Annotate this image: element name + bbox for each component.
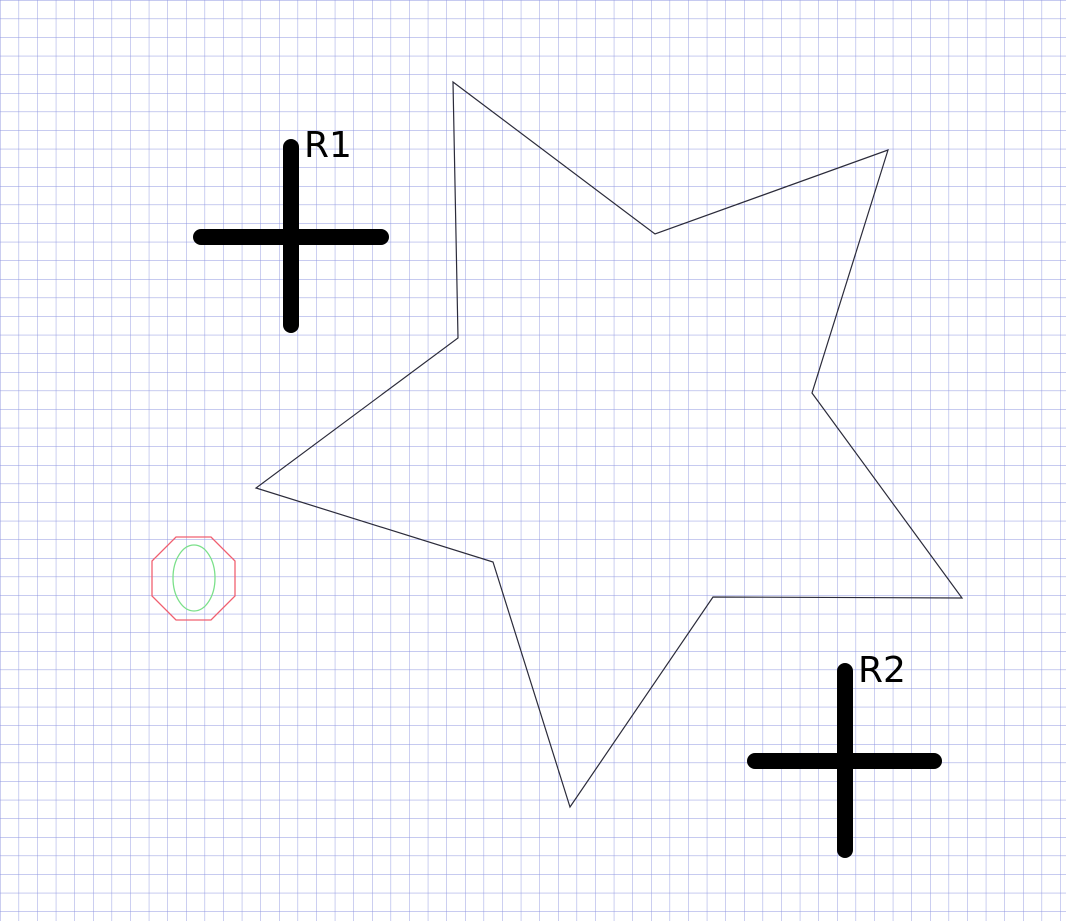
octagon-shape[interactable]: [151, 536, 236, 621]
marker-r2-label: R2: [858, 650, 906, 691]
marker-r1-label: R1: [304, 125, 352, 166]
star-shape[interactable]: [254, 80, 964, 809]
marker-r1[interactable]: R1: [193, 125, 389, 333]
inner-ellipse-shape[interactable]: [172, 544, 216, 612]
marker-r2[interactable]: R2: [747, 650, 942, 858]
